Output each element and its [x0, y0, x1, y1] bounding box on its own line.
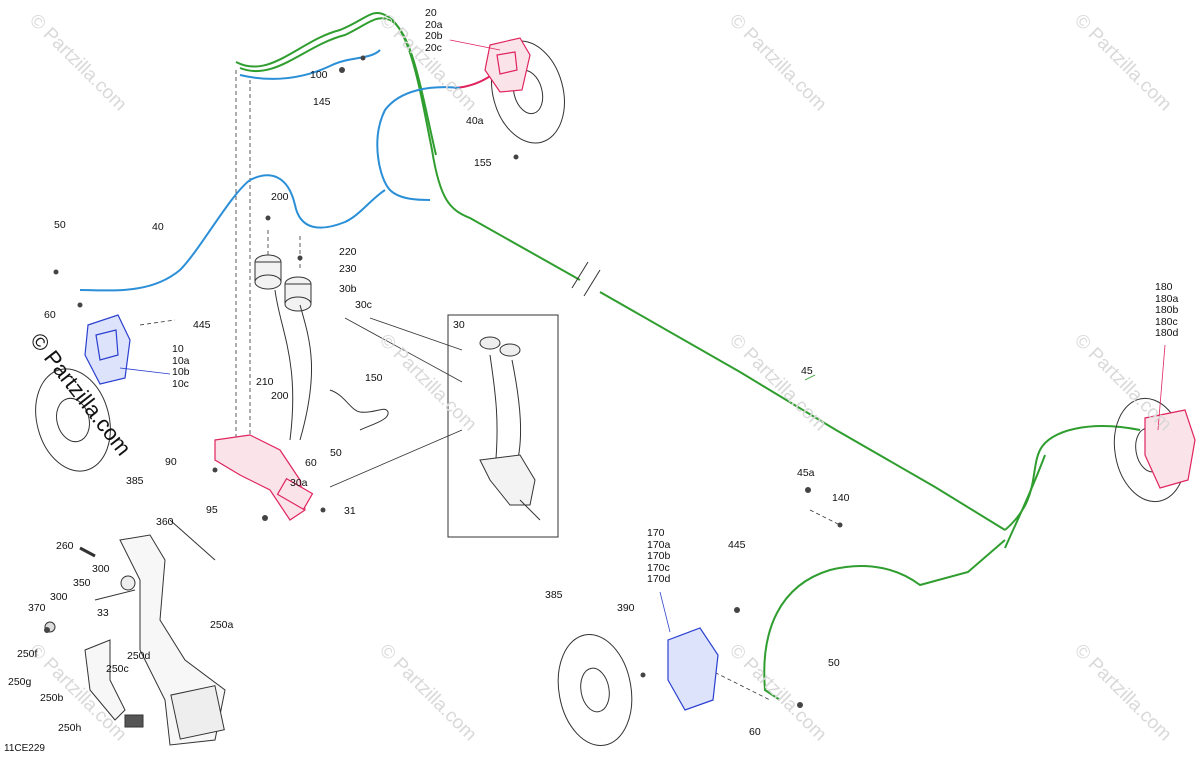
callout-50-top: 50 — [54, 219, 66, 231]
callout-60-top: 60 — [44, 309, 56, 321]
callout-30-box: 30 — [453, 319, 465, 331]
reservoirs — [254, 254, 313, 441]
rear-right-caliper — [1144, 409, 1196, 489]
callout-33: 33 — [97, 607, 109, 619]
callout-250h: 250h — [58, 722, 82, 734]
callout-30b: 30b — [339, 283, 357, 295]
callout-50-bottom: 50 — [828, 657, 840, 669]
callout-200-mid: 200 — [271, 390, 289, 402]
callout-260: 260 — [56, 540, 74, 552]
callout-140: 140 — [832, 492, 850, 504]
rear-left-caliper — [667, 627, 719, 711]
callout-60-mid: 60 — [305, 457, 317, 469]
callout-385-left: 385 — [126, 475, 144, 487]
pedal-assembly — [44, 519, 226, 746]
callout-45a: 45a — [797, 467, 815, 479]
callout-445-top: 445 — [193, 319, 211, 331]
callout-390: 390 — [617, 602, 635, 614]
break-mark-1 — [571, 261, 589, 289]
callout-95: 95 — [206, 504, 218, 516]
rear-left-disc — [557, 633, 633, 747]
rear-brake-line-45 — [235, 11, 1141, 701]
callout-350: 350 — [73, 577, 91, 589]
inset-30 — [447, 314, 559, 538]
front-right-caliper — [484, 37, 531, 93]
callout-250c: 250c — [106, 663, 129, 675]
callout-50-mid: 50 — [330, 447, 342, 459]
callout-250g: 250g — [8, 676, 32, 688]
leader-arrows — [119, 39, 1166, 633]
callout-100: 100 — [310, 69, 328, 81]
brake-switch-wire — [329, 389, 389, 431]
callout-220: 220 — [339, 246, 357, 258]
callout-250d: 250d — [127, 650, 151, 662]
callout-370: 370 — [28, 602, 46, 614]
break-mark-2 — [583, 269, 601, 297]
callout-40: 40 — [152, 221, 164, 233]
callout-250f: 250f — [17, 648, 38, 660]
callout-30c: 30c — [355, 299, 372, 311]
master-cylinder — [214, 434, 314, 521]
diagram-code: 11CE229 — [4, 743, 45, 754]
callout-210: 210 — [256, 376, 274, 388]
callout-300-b: 300 — [50, 591, 68, 603]
callout-445-bottom: 445 — [728, 539, 746, 551]
callout-31: 31 — [344, 505, 356, 517]
callout-250a: 250a — [210, 619, 234, 631]
callout-385-bottom: 385 — [545, 589, 563, 601]
callout-40a: 40a — [466, 115, 484, 127]
callout-230: 230 — [339, 263, 357, 275]
front-left-caliper — [84, 314, 131, 385]
front-left-disc — [35, 368, 111, 472]
callout-150: 150 — [365, 372, 383, 384]
callout-200-top: 200 — [271, 191, 289, 203]
callout-250b: 250b — [40, 692, 64, 704]
front-brake-line-40 — [79, 49, 461, 292]
callout-155: 155 — [474, 157, 492, 169]
fasteners — [44, 55, 843, 708]
callout-60-bottom: 60 — [749, 726, 761, 738]
callout-300-a: 300 — [92, 563, 110, 575]
callout-145: 145 — [313, 96, 331, 108]
callout-45: 45 — [801, 365, 813, 377]
callout-30a: 30a — [290, 477, 308, 489]
callout-360: 360 — [156, 516, 174, 528]
callout-90: 90 — [165, 456, 177, 468]
